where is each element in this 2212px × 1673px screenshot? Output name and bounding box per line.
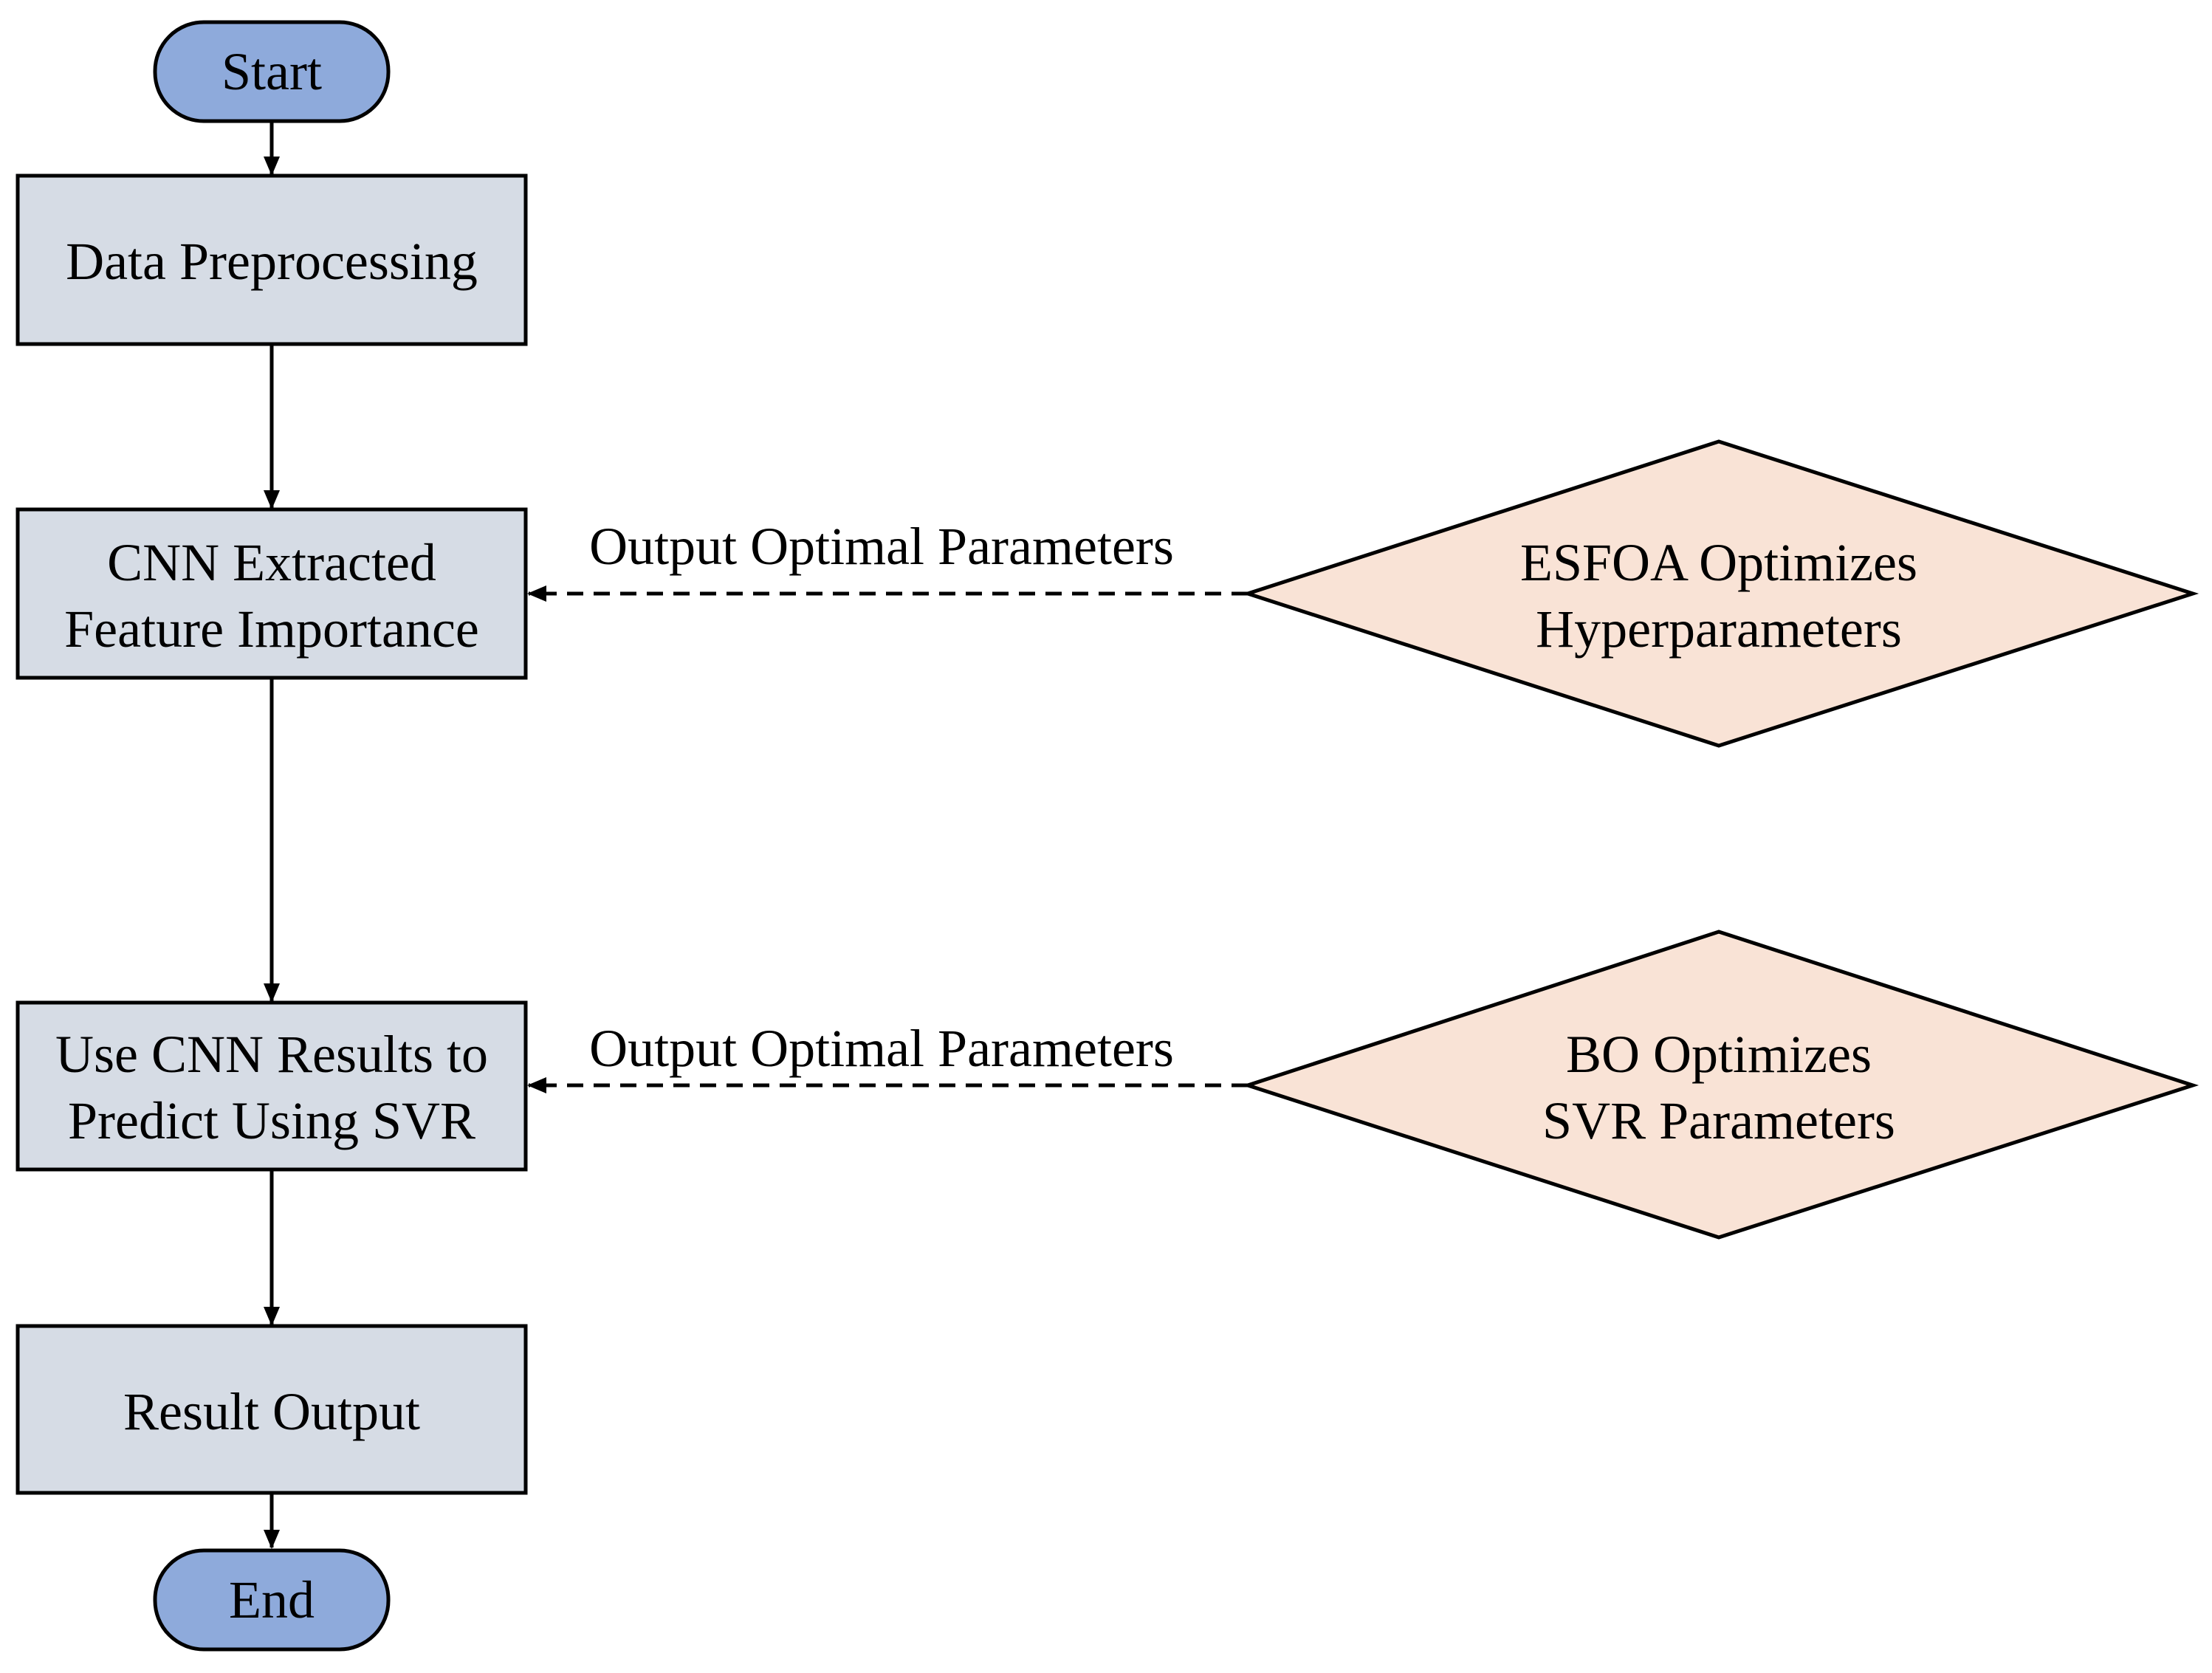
cnn-feature-box: [16, 507, 528, 680]
bo-node: BO Optimizes SVR Parameters: [1241, 930, 2199, 1240]
bo-diamond: [1241, 930, 2199, 1240]
cnn-feature-label-line2: Feature Importance: [64, 600, 479, 659]
result-output-node: Result Output: [16, 1324, 528, 1495]
bo-label-line1: BO Optimizes: [1566, 1025, 1872, 1084]
esfoa-diamond: [1241, 439, 2199, 748]
end-label: End: [229, 1570, 315, 1629]
end-node: End: [153, 1548, 391, 1652]
cnn-svr-node: Use CNN Results to Predict Using SVR: [16, 1000, 528, 1172]
end-terminal-shape: [153, 1548, 391, 1652]
bo-edge-label: Output Optimal Parameters: [589, 1019, 1174, 1078]
esfoa-edge-label: Output Optimal Parameters: [589, 517, 1174, 576]
start-node: Start: [153, 20, 391, 123]
cnn-feature-node: CNN Extracted Feature Importance: [16, 507, 528, 680]
esfoa-label-line1: ESFOA Optimizes: [1520, 533, 1917, 592]
start-label: Start: [221, 42, 322, 101]
start-terminal-shape: [153, 20, 391, 123]
esfoa-node: ESFOA Optimizes Hyperparameters: [1241, 439, 2199, 748]
cnn-svr-label-line1: Use CNN Results to: [55, 1025, 488, 1084]
cnn-feature-label-line1: CNN Extracted: [107, 533, 436, 592]
cnn-svr-box: [16, 1000, 528, 1172]
cnn-svr-label-line2: Predict Using SVR: [68, 1091, 475, 1150]
data-preprocessing-label: Data Preprocessing: [66, 232, 478, 291]
result-output-label: Result Output: [123, 1382, 420, 1441]
result-output-box: [16, 1324, 528, 1495]
data-preprocessing-box: [16, 174, 528, 346]
bo-label-line2: SVR Parameters: [1542, 1091, 1895, 1150]
data-preprocessing-node: Data Preprocessing: [16, 174, 528, 346]
esfoa-label-line2: Hyperparameters: [1536, 600, 1902, 659]
